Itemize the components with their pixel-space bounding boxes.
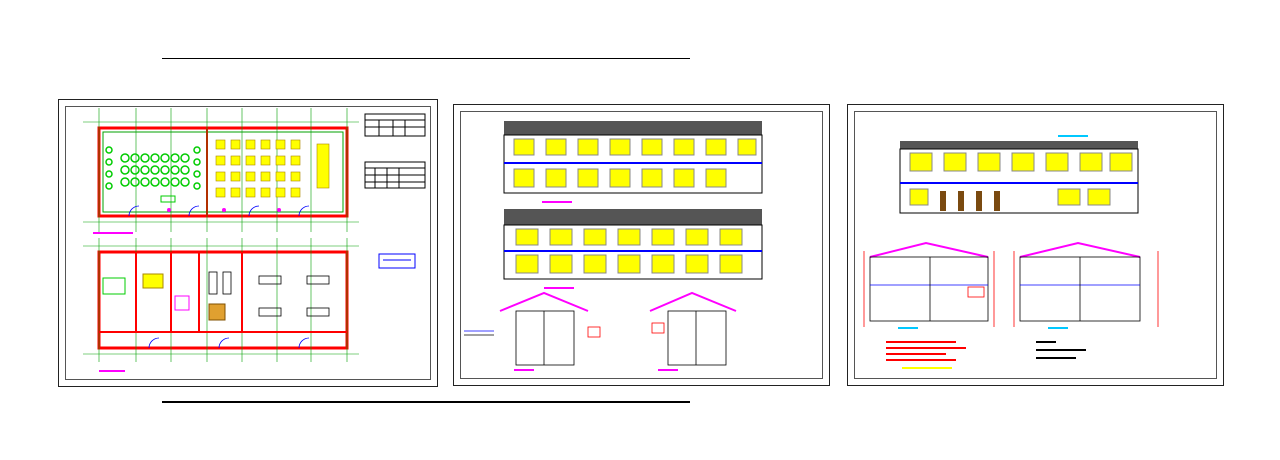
upper-floor-plan (83, 108, 359, 234)
schedule-tables (364, 113, 426, 269)
elevations-drawing (464, 121, 763, 371)
top-rule (162, 58, 690, 59)
section-b (649, 291, 737, 371)
sheet-border (854, 111, 1217, 379)
main-elevation (899, 135, 1139, 214)
bottom-rule (162, 401, 690, 403)
front-elevation (503, 121, 763, 203)
elevation-sections-drawing (863, 135, 1159, 369)
elevation-sections-sheet-2 (847, 104, 1224, 386)
floor-plans-drawing (83, 108, 426, 372)
general-notes (886, 341, 1086, 369)
cross-section-b (1013, 241, 1159, 329)
section-a (464, 291, 601, 371)
rear-elevation (503, 209, 763, 289)
sheet-border (65, 106, 431, 380)
cross-section-a (863, 241, 995, 329)
lower-floor-plan (83, 238, 359, 372)
elevations-sections-sheet (453, 104, 830, 386)
sheet-border (460, 111, 823, 379)
floor-plans-sheet (58, 99, 438, 387)
